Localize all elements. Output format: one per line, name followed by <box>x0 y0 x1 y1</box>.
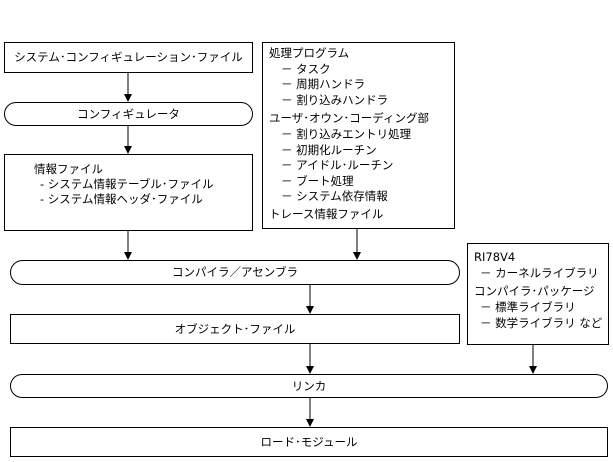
load-module-box: ロード･モジュール <box>10 427 608 457</box>
user-own-item: － ブート処理 <box>281 173 354 188</box>
program-item: － 周期ハンドラ <box>281 77 366 92</box>
processing-programs-title: 処理プログラム <box>269 46 350 60</box>
user-own-item: － 初期化ルーチン <box>281 142 377 157</box>
object-file-label: オブジェクト･ファイル <box>174 321 296 336</box>
linker-node: リンカ <box>10 374 608 398</box>
user-own-coding-title: ユーザ･オウン･コーディング部 <box>269 111 429 126</box>
system-config-file-label: システム･コンフィギュレーション･ファイル <box>14 50 243 64</box>
program-item: － タスク <box>281 61 331 76</box>
package-item: － 標準ライブラリ <box>480 300 576 314</box>
processing-programs-box: 処理プログラム － タスク － 周期ハンドラ － 割り込みハンドラ ユーザ･オウ… <box>262 42 455 229</box>
trace-info-file-label: トレース情報ファイル <box>269 206 384 221</box>
info-file-box: 情報ファイル - システム情報テーブル･ファイル - システム情報ヘッダ･ファイ… <box>4 154 253 231</box>
library-item: － カーネルライブラリ <box>480 266 599 280</box>
info-file-title: 情報ファイル <box>34 162 103 176</box>
load-module-label: ロード･モジュール <box>260 434 358 449</box>
compiler-package-title: コンパイラ･パッケージ <box>474 284 595 298</box>
user-own-item: － システム依存情報 <box>281 189 388 204</box>
package-item: － 数学ライブラリ など <box>480 316 603 330</box>
ri78v4-title: RI78V4 <box>474 250 516 264</box>
linker-label: リンカ <box>291 378 327 393</box>
compiler-assembler-node: コンパイラ／アセンブラ <box>10 260 460 285</box>
object-file-box: オブジェクト･ファイル <box>10 314 460 344</box>
libraries-box: RI78V4 － カーネルライブラリ コンパイラ･パッケージ － 標準ライブラリ… <box>467 243 609 345</box>
user-own-item: － 割り込みエントリ処理 <box>281 126 412 141</box>
program-item: － 割り込みハンドラ <box>281 92 389 107</box>
user-own-item: － アイドル･ルーチン <box>281 158 394 173</box>
configurator-node: コンフィギュレータ <box>4 102 253 126</box>
info-file-item: - システム情報テーブル･ファイル <box>40 177 214 191</box>
info-file-item: - システム情報ヘッダ･ファイル <box>40 192 203 206</box>
configurator-label: コンフィギュレータ <box>77 106 180 121</box>
compiler-assembler-label: コンパイラ／アセンブラ <box>172 265 298 279</box>
system-config-file-box: システム･コンフィギュレーション･ファイル <box>4 42 253 73</box>
